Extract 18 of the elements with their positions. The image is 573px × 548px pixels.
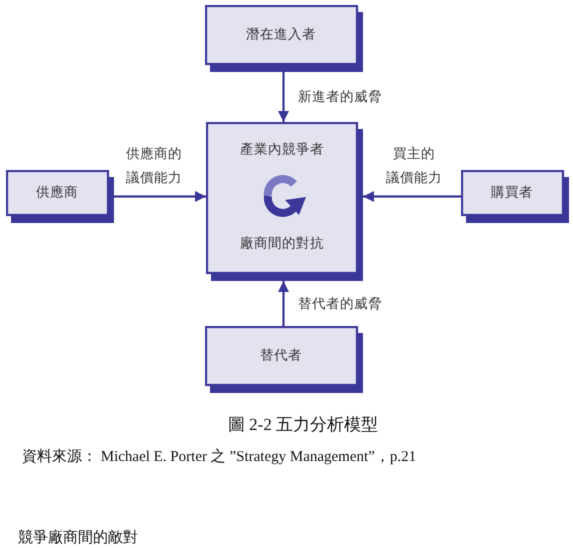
- source-note: 資料來源： Michael E. Porter 之 ”Strategy Management”，p.21: [22, 447, 416, 466]
- process-box: [206, 122, 363, 281]
- arrow: [278, 72, 289, 122]
- arrow: [278, 281, 289, 326]
- arrow: [363, 191, 461, 202]
- process-box: [205, 326, 363, 393]
- box-heading: 產業內競爭者: [240, 142, 324, 158]
- process-box: [461, 170, 569, 223]
- figure-caption: 圖 2-2 五力分析模型: [228, 414, 378, 436]
- box-label: 廠商間的對抗: [240, 236, 324, 252]
- box-label: 購買者: [491, 184, 533, 202]
- box-label: 潛在進入者: [246, 26, 316, 44]
- box-label: 供應商: [36, 184, 78, 202]
- process-box: [6, 170, 114, 223]
- arrow: [114, 191, 206, 202]
- section-heading: 競爭廠商間的敵對: [18, 528, 138, 547]
- box-label: 替代者: [260, 348, 302, 364]
- process-box: [205, 5, 363, 72]
